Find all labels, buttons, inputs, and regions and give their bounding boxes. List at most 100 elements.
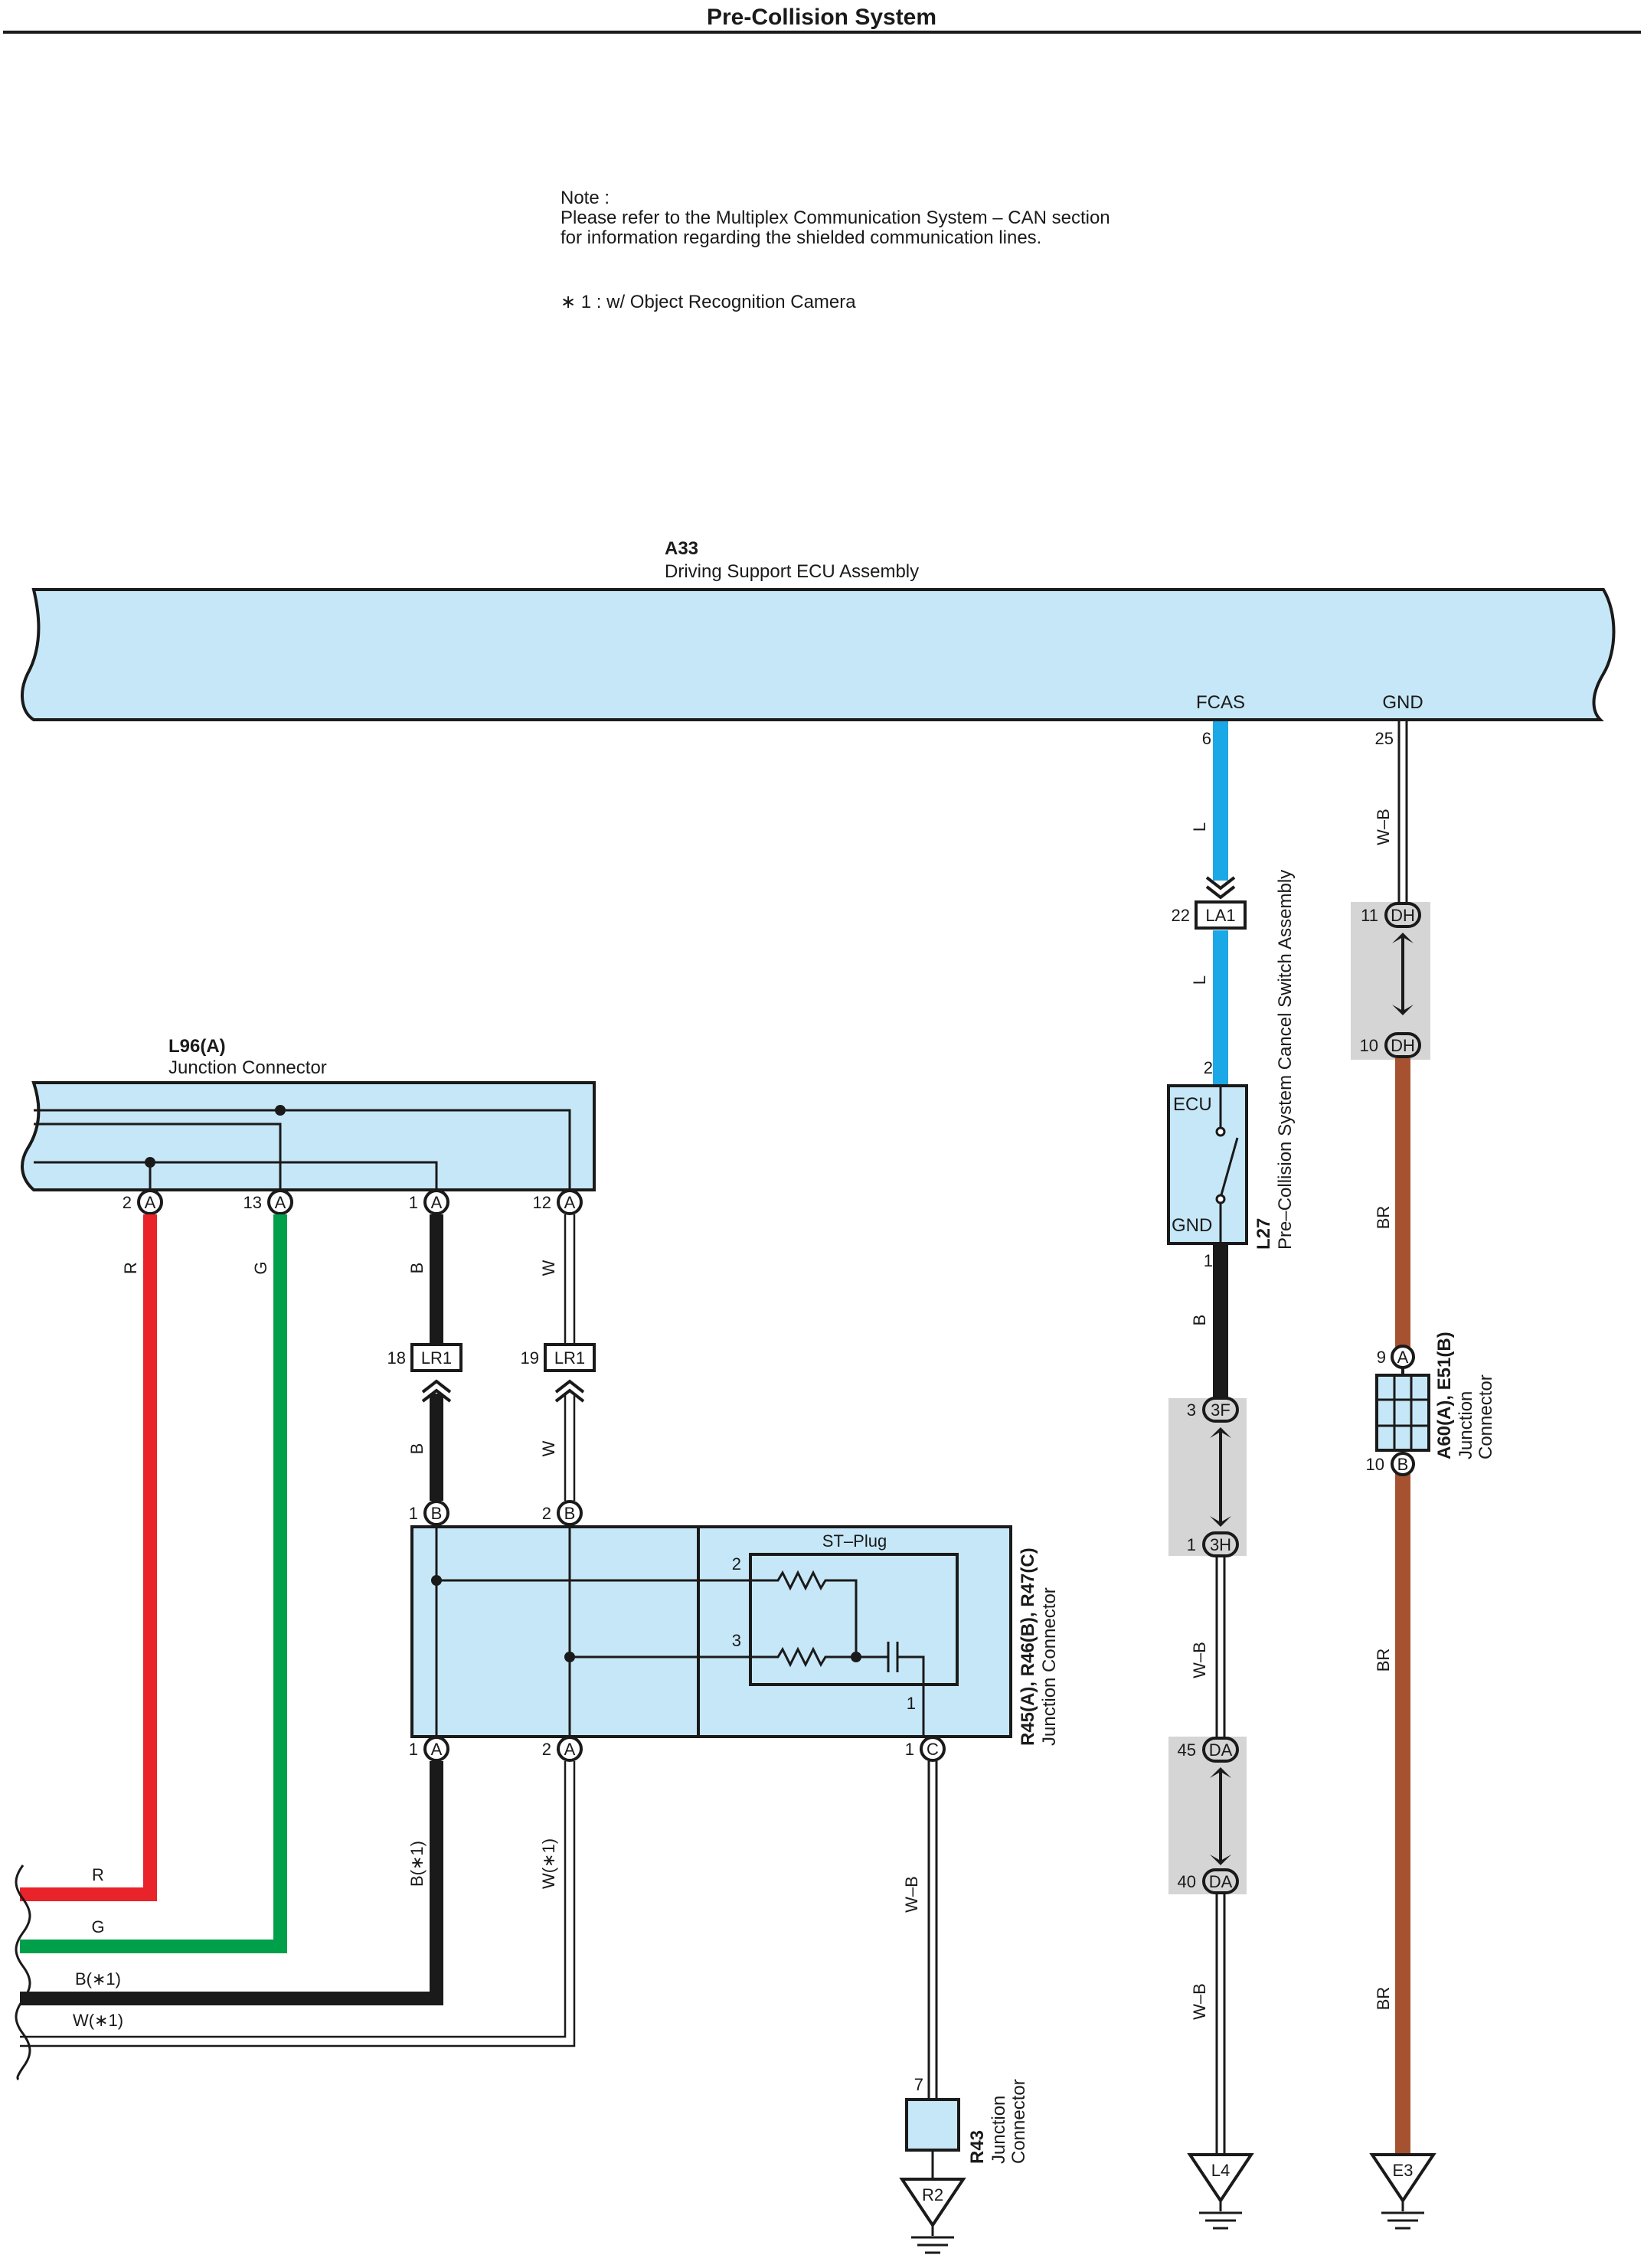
a33-name: Driving Support ECU Assembly [665,561,919,582]
page-title: Pre-Collision System [707,5,936,30]
r45-top-letter-2: B [564,1504,576,1523]
l96-internal [34,1109,571,1190]
wire-w-upper [564,1214,576,1501]
wire-label-br-2: BR [1374,1649,1393,1672]
a60-junction-connector: A 9 B 10 [1366,1345,1430,1476]
l96-pin-letter-4: A [564,1193,576,1212]
l27-gnd-term: GND [1172,1215,1212,1236]
wire-label-wb-gnd: W–B [1374,809,1393,845]
l27-id: L27 [1253,1218,1274,1250]
a33-pin-fcas: 6 [1202,729,1211,748]
a60-name-2: Connector [1476,1374,1496,1459]
wire-label-b-2: B [407,1443,427,1455]
wire-label-r-h: R [92,1865,104,1884]
wire-wb-l4 [1215,1556,1226,2155]
j3f-pin-top: 3 [1187,1400,1196,1420]
l96-pin-1: 1 [409,1193,418,1212]
wire-label-r: R [121,1262,140,1274]
jda-shade [1168,1737,1247,1894]
st-plug-pin-3: 3 [732,1631,741,1650]
ground-l4-label: L4 [1211,2161,1230,2180]
r45-bot-letter-2: A [564,1740,576,1759]
st-plug-pin-2: 2 [732,1554,741,1574]
jdh-pin-bot: 10 [1360,1036,1378,1055]
jdh-lbl-bot: DH [1391,1036,1415,1055]
la1-label: LA1 [1205,906,1235,925]
l27-name: Pre–Collision System Cancel Switch Assem… [1275,870,1296,1250]
wire-label-b-1: B [407,1263,427,1274]
r43-name-2: Connector [1008,2079,1029,2164]
r45-node-2 [564,1652,575,1662]
jda-lbl-bot: DA [1209,1872,1233,1891]
wire-label-b-l27: B [1190,1315,1209,1326]
note-line-2: Please refer to the Multiplex Communicat… [561,208,1110,228]
l96-pin-13: 13 [243,1193,262,1212]
lr1-label-b: LR1 [421,1348,452,1368]
wire-r [20,1214,157,1901]
j3f-shade [1168,1398,1247,1556]
l96-name: Junction Connector [168,1057,327,1078]
wire-g [20,1214,287,1953]
r45-bot-pin-2: 2 [542,1740,551,1759]
jdh-junction: DH 11 DH 10 [1360,902,1421,1058]
wire-label-g-h: G [91,1917,104,1936]
a60-pin-top: 9 [1377,1348,1386,1367]
r43-id: R43 [967,2130,988,2164]
a60-name-1: Junction [1456,1391,1476,1459]
wire-b1 [20,1761,443,2005]
l27-pin-bot: 1 [1204,1251,1213,1270]
notes: Note : Please refer to the Multiplex Com… [561,188,1110,312]
jdh-lbl-top: DH [1391,906,1415,925]
wire-label-wb-r43: W–B [902,1876,921,1913]
lr1-label-w: LR1 [554,1348,585,1368]
a60-label: A60(A), E51(B) [1434,1332,1455,1459]
r45-bot-letter-1: A [431,1740,443,1759]
l96-pins: A 2 A 13 A 1 A 12 [123,1189,583,1215]
r43-name-1: Junction [989,2096,1009,2164]
wire-w1 [20,1761,576,2047]
wire-label-wb-l4-1: W–B [1190,1642,1209,1678]
a33-pin-gnd: 25 [1375,729,1394,748]
wire-label-b1: B(∗1) [407,1841,427,1887]
wire-wb-r43 [927,1761,938,2100]
ground-r2-label: R2 [922,2185,943,2204]
l96-pin-letter-2: A [275,1193,286,1212]
j3f-junction: 3F 3 3H 1 [1187,1397,1239,1557]
l96-pin-letter-3: A [431,1193,443,1212]
lr1-pin-19: 19 [521,1348,539,1368]
a60-lbl-bot: B [1397,1455,1409,1474]
la1-pin: 22 [1172,906,1190,925]
left-break-mark [15,1864,31,2081]
wire-label-l-1: L [1190,822,1209,832]
j3f-lbl-top: 3F [1211,1400,1231,1420]
r45-node-1 [431,1575,442,1586]
r45-bot-pin-1: 1 [409,1740,418,1759]
l96-id: L96(A) [168,1036,226,1057]
title-rule [3,31,1641,34]
r45-name: Junction Connector [1039,1587,1060,1746]
l96-box [21,1081,596,1191]
lr1-connector-w: LR1 19 [521,1343,596,1403]
r45-top-pins: B 1 B 2 [409,1500,583,1526]
wire-label-w1-h: W(∗1) [73,2011,123,2030]
r45-bottom-pins: A 1 A 2 C 1 [409,1736,946,1762]
wire-label-br-3: BR [1374,1987,1393,2011]
ground-e3: E3 [1369,2153,1436,2230]
wire-label-br-1: BR [1374,1206,1393,1230]
r45-c-letter: C [927,1740,939,1759]
note-line-3: for information regarding the shielded c… [561,227,1041,248]
l96-pin-letter-1: A [145,1193,156,1212]
st-plug-pin-1: 1 [907,1694,916,1713]
j3f-lbl-bot: 3H [1210,1535,1231,1554]
l96-node-2 [145,1157,155,1168]
l96-pin-12: 12 [533,1193,551,1212]
jdh-shade [1351,902,1430,1060]
r43-pin: 7 [914,2075,923,2094]
jda-lbl-top: DA [1209,1740,1233,1760]
r45-top-pin-1: 1 [409,1504,418,1523]
lr1-pin-18: 18 [387,1348,406,1368]
a33-id: A33 [665,538,698,559]
l27-pin-top: 2 [1204,1058,1213,1077]
jda-pin-bot: 40 [1178,1872,1196,1891]
st-plug-circuit [750,1570,925,1685]
